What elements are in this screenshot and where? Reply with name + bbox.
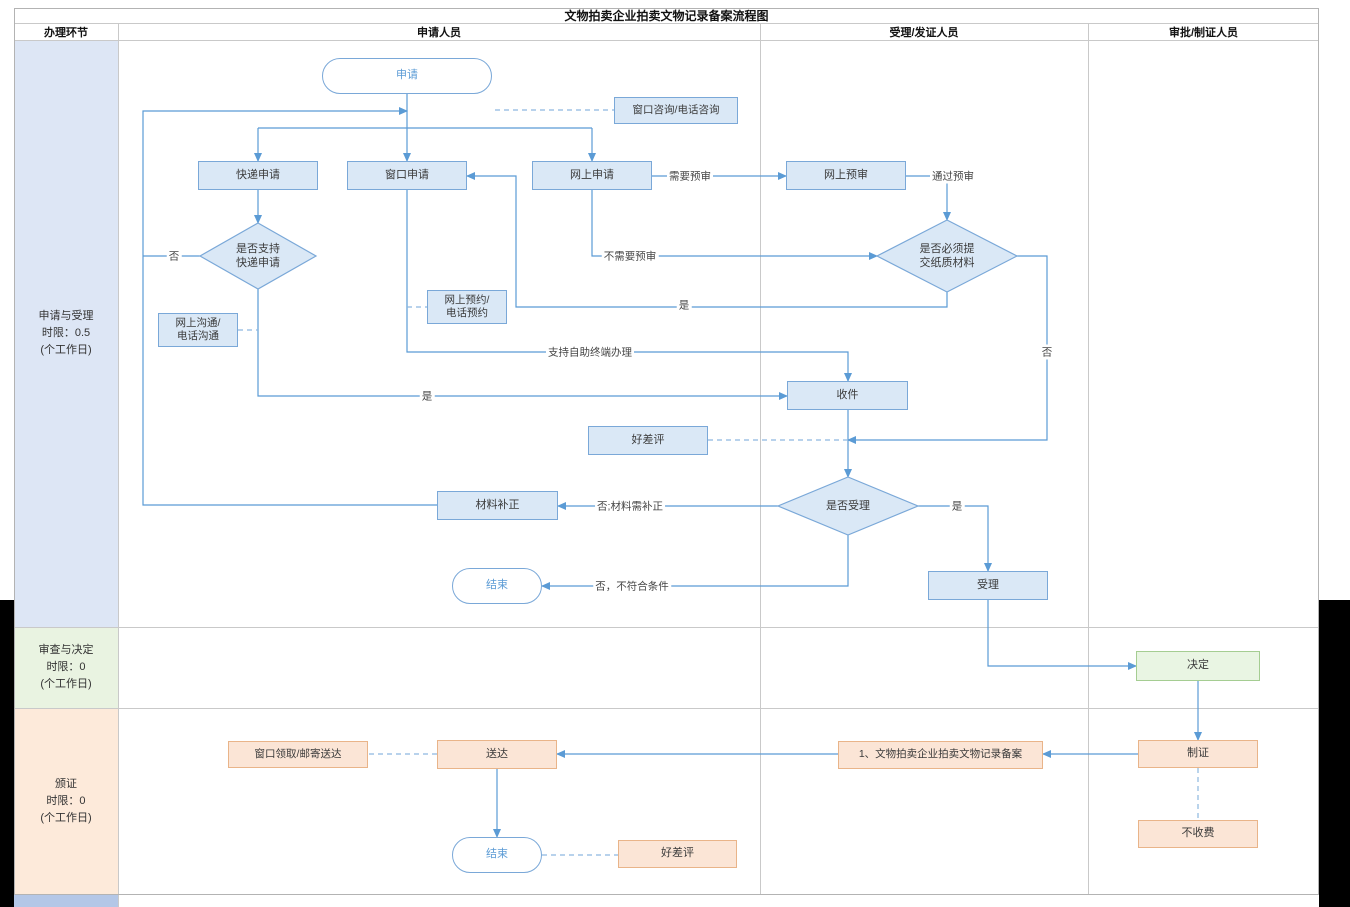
- edge-label-yes-paper: 是: [676, 297, 692, 313]
- decision-paper-required: 是否必须提 交纸质材料: [919, 242, 975, 269]
- lane-label-issue-cert: 颁证 时限：0 (个工作日): [14, 708, 118, 895]
- edge-label-no-need-preview: 不需要预审: [601, 248, 659, 264]
- grid-line: [14, 627, 1319, 628]
- end-node-top: 结束: [452, 568, 542, 604]
- edge-label-self-terminal: 支持自助终端办理: [546, 344, 634, 360]
- node-online-booking: 网上预约/ 电话预约: [427, 290, 507, 324]
- decision-accept: 是否受理: [826, 499, 870, 512]
- edge-label-need-preview: 需要预审: [667, 168, 713, 184]
- node-window-pickup-mail: 窗口领取/邮寄送达: [228, 741, 368, 768]
- edge-label-accepted: 是: [949, 498, 965, 514]
- edge-label-need-fix: 否;材料需补正: [595, 498, 665, 514]
- grid-line: [118, 23, 119, 907]
- column-header-approver: 审批/制证人员: [1168, 26, 1239, 39]
- node-online-apply: 网上申请: [532, 161, 652, 190]
- node-rating-bottom: 好差评: [618, 840, 737, 868]
- column-header-applicant: 申请人员: [417, 26, 461, 39]
- start-node-apply: 申请: [322, 58, 492, 94]
- edge-label-no-express: 否: [166, 248, 182, 264]
- lane-label-apply-accept: 申请与受理 时限：0.5 (个工作日): [14, 40, 118, 627]
- node-window-phone-consult: 窗口咨询/电话咨询: [614, 97, 738, 124]
- edge-label-pass-preview: 通过预审: [930, 168, 976, 184]
- grid-line: [14, 40, 1319, 41]
- node-no-fee: 不收费: [1138, 820, 1258, 848]
- grid-line: [1088, 23, 1089, 895]
- column-header-acceptor: 受理/发证人员: [889, 26, 959, 39]
- viewer-background-left: [0, 600, 14, 907]
- node-online-communication: 网上沟通/ 电话沟通: [158, 313, 238, 347]
- grid-line: [760, 23, 761, 895]
- grid-line: [14, 708, 1319, 709]
- node-record-item: 1、文物拍卖企业拍卖文物记录备案: [838, 741, 1043, 769]
- node-receive: 收件: [787, 381, 908, 410]
- diagram-title: 文物拍卖企业拍卖文物记录备案流程图: [564, 9, 769, 23]
- node-window-apply: 窗口申请: [347, 161, 467, 190]
- end-node-bottom: 结束: [452, 837, 542, 873]
- node-make-cert: 制证: [1138, 740, 1258, 768]
- lane-label-review-decide: 审查与决定 时限：0 (个工作日): [14, 627, 118, 708]
- lane-strip-bottom: [14, 895, 118, 907]
- node-decide: 决定: [1136, 651, 1260, 681]
- node-rating-top: 好差评: [588, 426, 708, 455]
- node-deliver: 送达: [437, 740, 557, 769]
- node-express-apply: 快递申请: [198, 161, 318, 190]
- grid-line: [14, 23, 1319, 24]
- decision-express-support: 是否支持 快递申请: [236, 242, 280, 269]
- edge-label-yes-express: 是: [419, 388, 435, 404]
- viewer-background-right: [1319, 600, 1350, 907]
- node-online-preview: 网上预审: [786, 161, 906, 190]
- node-material-fix: 材料补正: [437, 491, 558, 520]
- column-header-steps: 办理环节: [44, 26, 88, 39]
- edge-label-rejected: 否，不符合条件: [593, 578, 671, 594]
- node-accept: 受理: [928, 571, 1048, 600]
- edge-label-no-paper: 否: [1039, 344, 1055, 360]
